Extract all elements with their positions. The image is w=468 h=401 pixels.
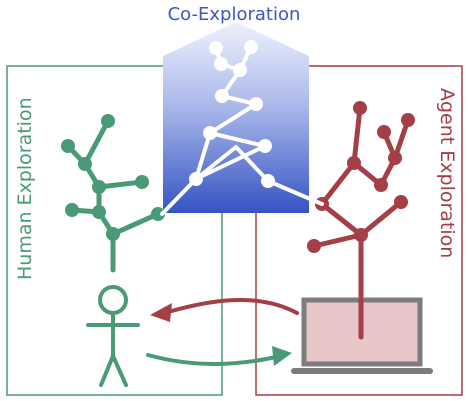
agent-tree-nodes <box>307 101 415 253</box>
agent-exploration-frame <box>255 65 463 396</box>
co-tree <box>160 45 324 216</box>
human-tree-nodes <box>61 114 165 241</box>
human-exploration-frame <box>6 65 223 396</box>
agent-exploration-label: Agent Exploration <box>436 88 458 259</box>
co-exploration-title: Co-Exploration <box>167 4 301 25</box>
human-exploration-label: Human Exploration <box>14 97 36 280</box>
human-to-agent-arrow <box>146 346 292 366</box>
laptop-icon <box>291 297 433 374</box>
human-tree <box>65 118 161 273</box>
stick-figure-icon <box>86 285 140 387</box>
agent-to-human-arrow <box>150 298 299 322</box>
co-tree-nodes <box>189 40 275 188</box>
